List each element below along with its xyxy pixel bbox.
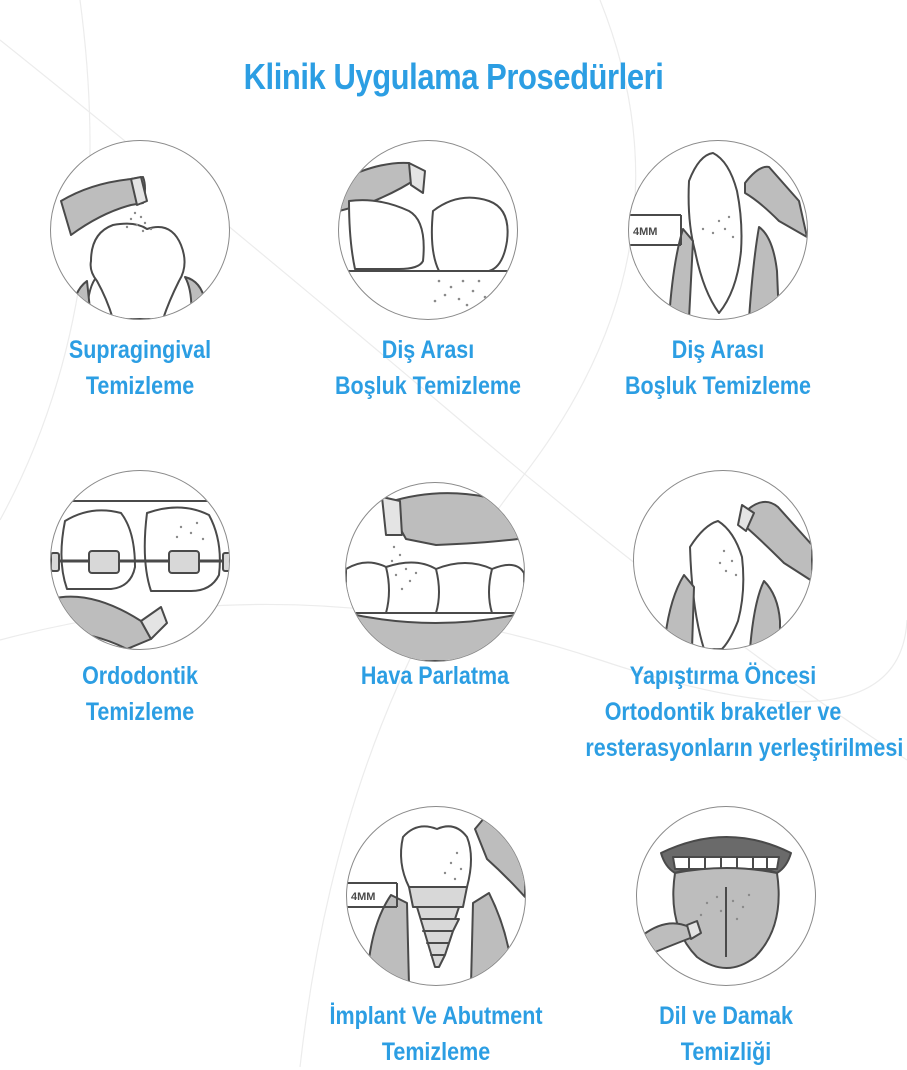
procedure-label: Supragingival Temizleme [68,336,212,400]
procedure-label: Yapıştırma Öncesi Ortodontik braketler v… [585,662,904,762]
procedure-label: Ordodontik Temizleme [82,662,198,726]
pre-bonding-icon [633,470,813,650]
measurement-badge: 4MM [633,226,657,238]
page-title: Klinik Uygulama Prosedürleri [243,56,664,97]
measurement-badge: 4MM [351,891,375,903]
implant-abutment-icon: 4MM [346,806,526,986]
procedure-label: Hava Parlatma [360,662,510,690]
procedure-label: Diş Arası Boşluk Temizleme [624,336,812,400]
air-polishing-icon [345,482,525,662]
interdental-cleaning-icon [338,140,518,320]
supragingival-cleaning-icon [50,140,230,320]
procedure-label: İmplant Ve Abutment Temizleme [329,1002,543,1066]
procedure-label: Diş Arası Boşluk Temizleme [334,336,522,400]
orthodontic-braces-icon [50,470,230,650]
tongue-palate-icon [636,806,816,986]
periodontal-pocket-cleaning-icon: 4MM [628,140,808,320]
procedure-label: Dil ve Damak Temizliği [659,1002,793,1066]
